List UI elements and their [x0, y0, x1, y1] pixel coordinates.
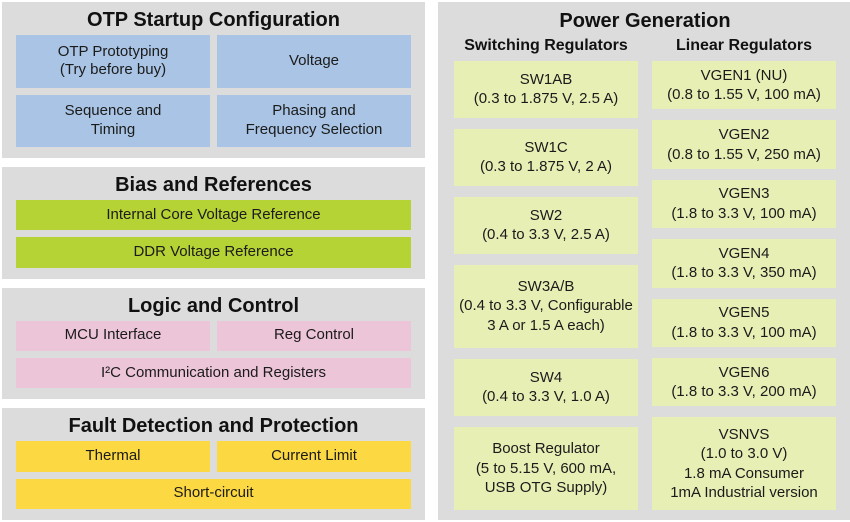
regulator-name: VGEN1 (NU)	[700, 66, 788, 84]
block-internal-core-voltage-reference: Internal Core Voltage Reference	[16, 200, 411, 231]
block-short-circuit: Short-circuit	[16, 478, 411, 510]
regulator-columns: SW1AB (0.3 to 1.875 V, 2.5 A) SW1C (0.3 …	[454, 61, 836, 510]
panel-bias-and-references: Bias and References Internal Core Voltag…	[2, 167, 425, 279]
block-i2c-communication-and-registers: I²C Communication and Registers	[16, 358, 411, 389]
panel-title: Fault Detection and Protection	[68, 415, 359, 438]
regulator-spec: (0.3 to 1.875 V, 2.5 A)	[473, 90, 619, 108]
block-vgen4: VGEN4 (1.8 to 3.3 V, 350 mA)	[652, 239, 836, 288]
block-ddr-voltage-reference: DDR Voltage Reference	[16, 237, 411, 268]
regulator-spec: (1.0 to 3.0 V) 1.8 mA Consumer 1mA Indus…	[670, 445, 818, 502]
block-vgen3: VGEN3 (1.8 to 3.3 V, 100 mA)	[652, 179, 836, 229]
fault-box-row: Thermal Current Limit	[16, 441, 411, 472]
block-vgen5: VGEN5 (1.8 to 3.3 V, 100 mA)	[652, 298, 836, 347]
block-otp-prototyping: OTP Prototyping (Try before buy)	[16, 35, 210, 88]
block-sw1ab: SW1AB (0.3 to 1.875 V, 2.5 A)	[454, 61, 638, 118]
left-column: OTP Startup Configuration OTP Prototypin…	[2, 2, 425, 521]
linear-regulators-header: Linear Regulators	[675, 37, 813, 54]
block-vgen2: VGEN2 (0.8 to 1.55 V, 250 mA)	[652, 120, 836, 169]
block-vgen6: VGEN6 (1.8 to 3.3 V, 200 mA)	[652, 357, 836, 407]
regulator-name: VSNVS	[718, 425, 770, 443]
logic-box-stack: MCU Interface Reg Control I²C Communicat…	[16, 320, 411, 389]
panel-logic-and-control: Logic and Control MCU Interface Reg Cont…	[2, 287, 425, 400]
panel-otp-startup-configuration: OTP Startup Configuration OTP Prototypin…	[2, 2, 425, 158]
block-mcu-interface: MCU Interface	[16, 320, 210, 352]
regulator-name: SW4	[529, 368, 563, 386]
otp-box-grid: OTP Prototyping (Try before buy) Voltage…	[16, 35, 411, 147]
regulator-spec: (0.3 to 1.875 V, 2 A)	[479, 158, 613, 176]
regulator-name: SW1C	[524, 138, 568, 156]
regulator-name: VGEN2	[718, 126, 770, 144]
regulator-spec: (0.8 to 1.55 V, 100 mA)	[667, 86, 821, 104]
panel-fault-detection-and-protection: Fault Detection and Protection Thermal C…	[2, 408, 425, 521]
regulator-spec: (0.4 to 3.3 V, 2.5 A)	[482, 226, 610, 244]
block-sw2: SW2 (0.4 to 3.3 V, 2.5 A)	[454, 196, 638, 254]
panel-title: Bias and References	[115, 174, 312, 196]
switching-regulators-header: Switching Regulators	[464, 37, 628, 54]
regulator-spec: (1.8 to 3.3 V, 350 mA)	[671, 264, 817, 282]
regulator-spec: (0.4 to 3.3 V, 1.0 A)	[482, 388, 610, 406]
regulator-name: SW1AB	[519, 70, 573, 88]
regulator-name: VGEN3	[718, 185, 770, 203]
fault-box-stack: Thermal Current Limit Short-circuit	[16, 441, 411, 510]
block-vgen1: VGEN1 (NU) (0.8 to 1.55 V, 100 mA)	[652, 61, 836, 110]
block-reg-control: Reg Control	[217, 320, 411, 352]
regulator-name: VGEN6	[718, 363, 770, 381]
regulator-spec: (0.8 to 1.55 V, 250 mA)	[667, 145, 821, 163]
block-sw3ab: SW3A/B (0.4 to 3.3 V, Configurable 3 A o…	[454, 264, 638, 348]
logic-box-row: MCU Interface Reg Control	[16, 320, 411, 352]
linear-regulators-column: VGEN1 (NU) (0.8 to 1.55 V, 100 mA) VGEN2…	[652, 61, 836, 510]
panel-title: Logic and Control	[127, 294, 300, 317]
block-phasing-frequency-selection: Phasing and Frequency Selection	[217, 94, 411, 147]
bias-box-stack: Internal Core Voltage Reference DDR Volt…	[16, 200, 411, 268]
regulator-spec: (0.4 to 3.3 V, Configurable 3 A or 1.5 A…	[459, 297, 633, 334]
regulator-spec: (1.8 to 3.3 V, 100 mA)	[671, 204, 817, 222]
regulator-spec: (1.8 to 3.3 V, 100 mA)	[671, 323, 817, 341]
block-vsnvs: VSNVS (1.0 to 3.0 V) 1.8 mA Consumer 1mA…	[652, 417, 836, 510]
block-voltage: Voltage	[217, 35, 411, 88]
regulator-name: SW3A/B	[517, 277, 575, 295]
regulator-name: SW2	[529, 206, 563, 224]
panel-title: OTP Startup Configuration	[87, 9, 340, 31]
switching-regulators-column: SW1AB (0.3 to 1.875 V, 2.5 A) SW1C (0.3 …	[454, 61, 638, 510]
regulator-name: Boost Regulator	[492, 440, 600, 458]
panel-power-generation: Power Generation Switching Regulators Li…	[438, 2, 850, 520]
regulator-name: VGEN4	[718, 244, 770, 262]
block-sw1c: SW1C (0.3 to 1.875 V, 2 A)	[454, 128, 638, 186]
block-current-limit: Current Limit	[217, 441, 411, 472]
block-sw4: SW4 (0.4 to 3.3 V, 1.0 A)	[454, 358, 638, 416]
regulator-column-headers: Switching Regulators Linear Regulators	[454, 37, 836, 55]
panel-title: Power Generation	[559, 10, 731, 32]
block-sequence-and-timing: Sequence and Timing	[16, 94, 210, 147]
block-boost-regulator: Boost Regulator (5 to 5.15 V, 600 mA, US…	[454, 426, 638, 510]
regulator-spec: (5 to 5.15 V, 600 mA, USB OTG Supply)	[475, 459, 617, 497]
regulator-spec: (1.8 to 3.3 V, 200 mA)	[671, 383, 817, 401]
regulator-name: VGEN5	[718, 304, 770, 322]
block-thermal: Thermal	[16, 441, 210, 472]
